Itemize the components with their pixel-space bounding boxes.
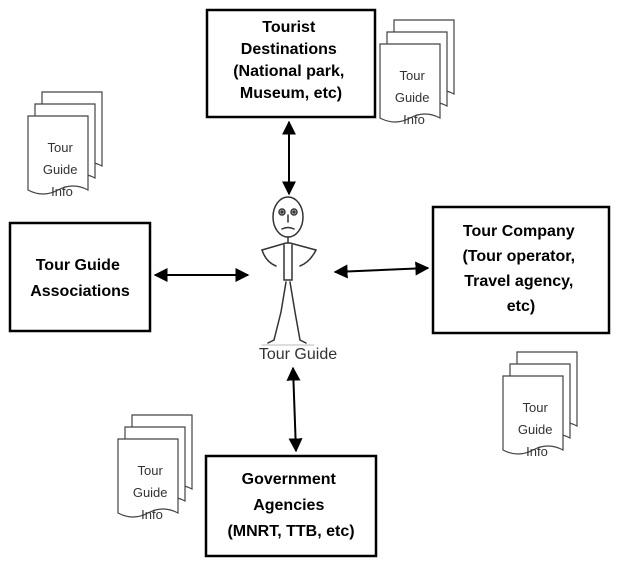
doc-text-3: Info [403,112,425,127]
doc-text-3: Info [526,444,548,459]
arrow-company-guide [333,261,430,279]
svg-text:Tour Company (Tour opera: Tour Company (Tour operator, Travel agen… [462,223,579,315]
doc-stack-destinations: Tour Guide Info [379,19,455,127]
government-line-2: Agencies [253,497,324,514]
company-line-2: (Tour operator, [462,248,575,265]
doc-text-2: Guide [133,485,168,500]
government-line-3: (MNRT, TTB, etc) [227,523,354,540]
doc-text-1: Tour [138,463,164,478]
doc-text-2: Guide [518,422,553,437]
doc-text-2: Guide [395,90,430,105]
tour-company-box: Tour Company (Tour operator, Travel agen… [431,205,611,335]
svg-text:Tour Guide Info: Tour Guide Info [43,140,81,199]
company-line-4: etc) [507,298,535,315]
doc-stack-associations: Tour Guide Info [27,91,103,199]
svg-text:Tour Guide Info: Tour Guide Info [133,463,171,522]
associations-line-1: Tour Guide [36,257,120,274]
svg-text:Government Agencies: Government Agencies (MNRT, TTB, etc) [227,471,354,540]
svg-text:Tour Guide Info: Tour Guide Info [518,400,556,459]
tour-guide-associations-box: Tour Guide Associations [8,221,152,333]
destinations-line-1: Tourist [262,19,316,36]
doc-text-2: Guide [43,162,78,177]
associations-line-2: Associations [30,283,130,300]
doc-text-1: Tour [400,68,426,83]
doc-text-1: Tour [523,400,549,415]
government-line-1: Government [242,471,337,488]
company-line-1: Tour Company [463,223,575,240]
tour-guide-caption: Tour Guide [259,346,337,363]
arrow-government-guide [286,366,303,453]
doc-stack-company: Tour Guide Info [502,351,578,459]
doc-text-1: Tour [48,140,74,155]
company-line-3: Travel agency, [464,273,573,290]
tourist-destinations-box: Tourist Destinations (National park, Mus… [205,8,377,119]
tour-guide-figure [261,196,317,346]
svg-text:Tourist Destinations: Tourist Destinations (National park, Mus… [233,19,349,102]
doc-stack-government: Tour Guide Info [117,414,193,522]
destinations-line-2: Destinations [241,41,337,58]
government-agencies-box: Government Agencies (MNRT, TTB, etc) [204,454,378,558]
doc-text-3: Info [141,507,163,522]
doc-text-3: Info [51,184,73,199]
destinations-line-4: Museum, etc) [240,85,342,102]
destinations-line-3: (National park, [233,63,344,80]
svg-text:Tour Guide Info: Tour Guide Info [395,68,433,127]
svg-text:Tour Guide Associations: Tour Guide Associations [30,257,130,300]
